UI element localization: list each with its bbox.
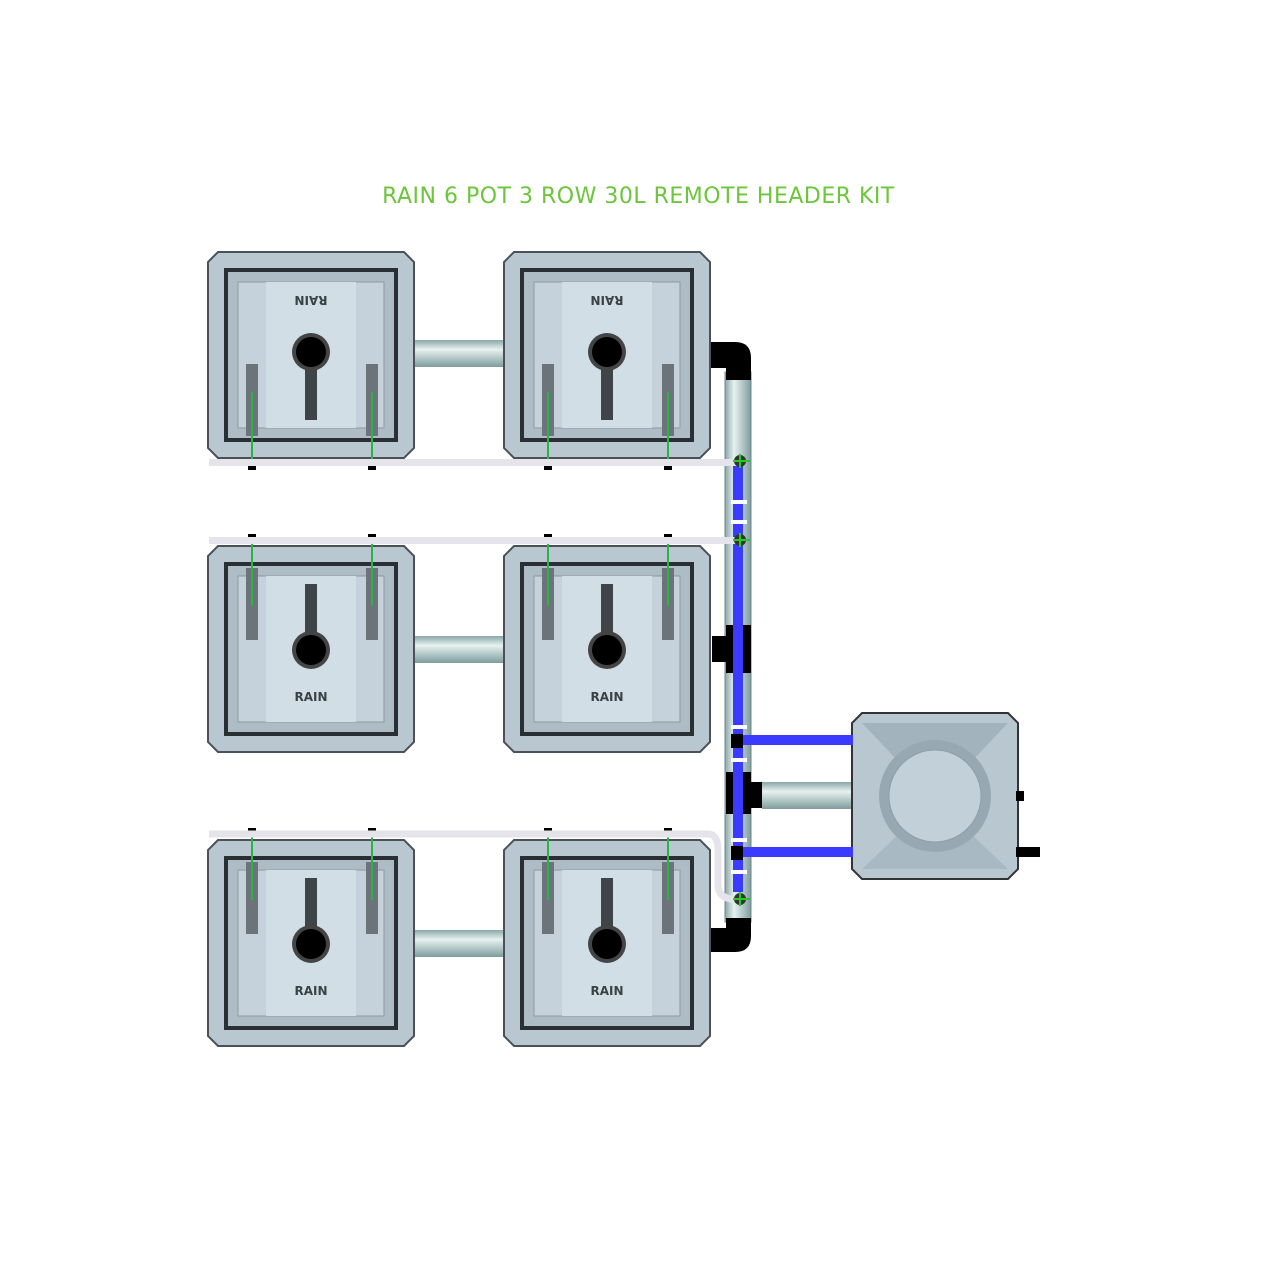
- pot-2-1[interactable]: RAIN: [207, 534, 415, 753]
- pot-outlet-hole-icon: [592, 635, 622, 665]
- feed-line-to-tank-lower: [743, 847, 853, 857]
- feed-line-connector: [731, 734, 743, 748]
- drip-line-row-2: [209, 537, 741, 544]
- pot-logo: RAIN: [294, 984, 327, 998]
- pot-connector-pipe: [410, 930, 508, 957]
- pot-outlet-hole-icon: [296, 635, 326, 665]
- tee-fitting-stub: [712, 636, 728, 662]
- pot-outlet-hole-icon: [592, 337, 622, 367]
- pot-1-1[interactable]: RAIN: [207, 251, 415, 470]
- pot-logo: RAIN: [590, 690, 623, 704]
- tee-fitting-feed-stub: [748, 782, 764, 808]
- elbow-fitting-bottom: [710, 918, 751, 952]
- drip-line-row-1: [209, 459, 741, 466]
- feed-line-vertical: [733, 462, 743, 892]
- reservoir-lid: [888, 749, 982, 843]
- pot-connector-pipe: [410, 340, 508, 367]
- drip-tee-green-icon: [733, 892, 750, 906]
- drip-tee-green-icon: [733, 454, 750, 468]
- pot-1-2[interactable]: RAIN: [503, 251, 711, 470]
- pot-3-1[interactable]: RAIN: [207, 828, 415, 1047]
- feed-line-clip: [731, 838, 747, 842]
- feed-line-clip: [731, 500, 747, 504]
- pot-2-2[interactable]: RAIN: [503, 534, 711, 753]
- pot-logo: RAIN: [590, 293, 623, 307]
- pot-3-2[interactable]: RAIN: [503, 828, 711, 1047]
- feed-line-clip: [731, 870, 747, 874]
- pot-logo: RAIN: [294, 690, 327, 704]
- feed-line-clip: [731, 725, 747, 729]
- feed-line-connector: [731, 846, 743, 860]
- reservoir-fitting: [1016, 791, 1024, 801]
- feed-line-clip: [731, 758, 747, 762]
- reservoir-tank: [851, 712, 1040, 880]
- pot-outlet-hole-icon: [296, 929, 326, 959]
- pot-connector-pipe: [410, 636, 508, 663]
- tank-supply-pipe: [762, 782, 854, 809]
- kit-title: RAIN 6 POT 3 ROW 30L REMOTE HEADER KIT: [382, 184, 895, 209]
- pot-outlet-hole-icon: [592, 929, 622, 959]
- feed-line-clip: [731, 520, 747, 524]
- feed-line-to-tank-upper: [743, 735, 853, 745]
- pot-outlet-hole-icon: [296, 337, 326, 367]
- drip-tee-green-icon: [733, 533, 750, 547]
- pot-logo: RAIN: [294, 293, 327, 307]
- reservoir-drain: [1016, 847, 1040, 857]
- elbow-fitting-top: [710, 342, 751, 380]
- pot-logo: RAIN: [590, 984, 623, 998]
- drip-line-row-3: [209, 830, 741, 904]
